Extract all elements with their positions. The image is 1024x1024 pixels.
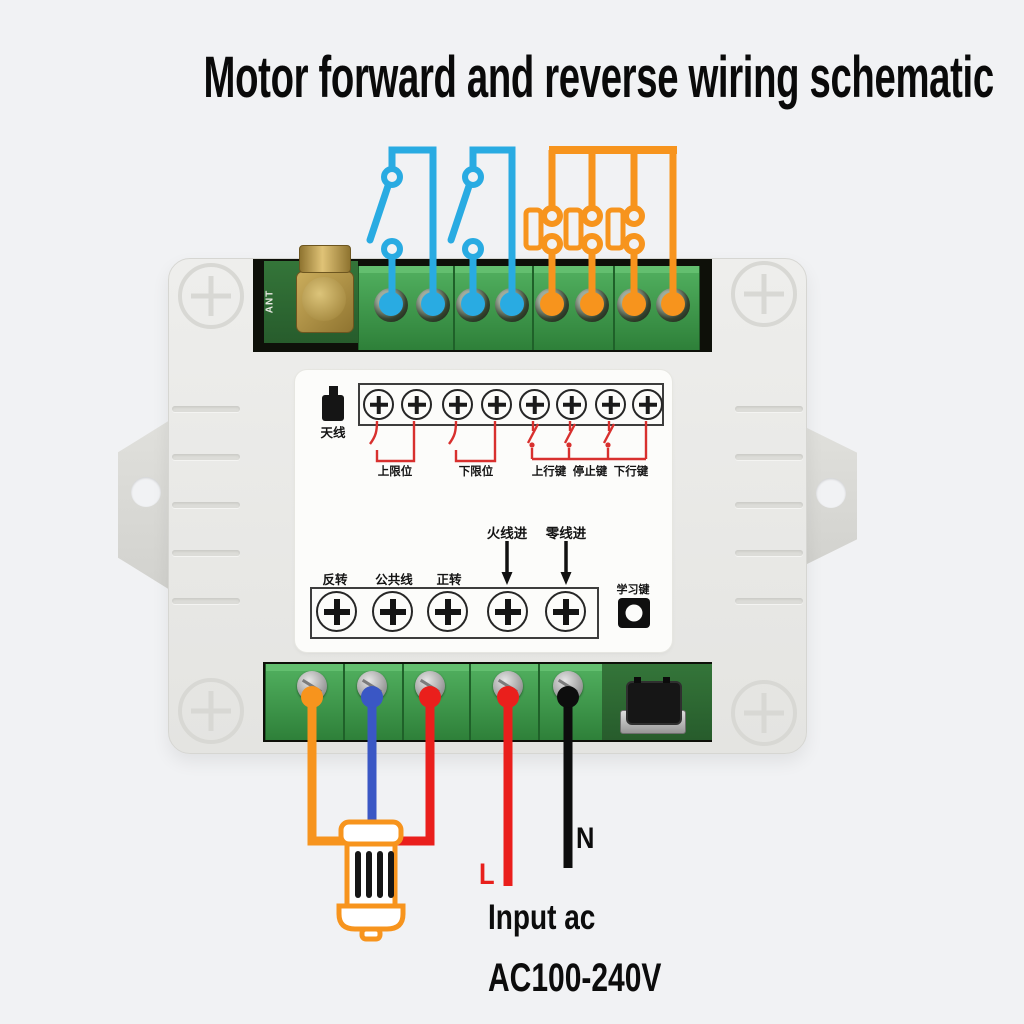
push-button-icon bbox=[605, 207, 626, 251]
forward-label: 正转 bbox=[436, 573, 462, 587]
terminal-divider bbox=[532, 266, 534, 350]
terminal-divider bbox=[613, 266, 615, 350]
case-screw-emboss bbox=[731, 680, 797, 746]
mounting-hole-right bbox=[816, 478, 846, 508]
screw-terminal-icon bbox=[595, 389, 626, 420]
terminal-screw bbox=[575, 288, 609, 322]
lower-limit-label: 下限位 bbox=[458, 466, 494, 478]
case-vent-rib bbox=[735, 550, 803, 556]
screw-terminal-icon bbox=[401, 389, 432, 420]
screw-terminal-icon bbox=[481, 389, 512, 420]
case-vent-rib bbox=[735, 406, 803, 412]
terminal-screw bbox=[493, 671, 523, 701]
case-vent-rib bbox=[735, 454, 803, 460]
antenna-connector bbox=[296, 271, 354, 333]
title-bar: Motor forward and reverse wiring schemat… bbox=[0, 44, 1024, 111]
antenna-connector-nut bbox=[299, 245, 351, 273]
live-wire-in-label: 火线进 bbox=[486, 526, 528, 541]
case-vent-rib bbox=[172, 502, 240, 508]
terminal-screw bbox=[416, 288, 450, 322]
case-vent-rib bbox=[172, 406, 240, 412]
terminal-screw bbox=[535, 288, 569, 322]
learn-button-pin bbox=[663, 677, 670, 683]
page-title: Motor forward and reverse wiring schemat… bbox=[203, 45, 995, 110]
case-vent-rib bbox=[172, 550, 240, 556]
ant-marking: ANT bbox=[264, 289, 276, 314]
neutral-label: N bbox=[576, 822, 595, 855]
push-button-icon bbox=[563, 207, 584, 251]
case-vent-rib bbox=[735, 502, 803, 508]
screw-terminal-icon bbox=[556, 389, 587, 420]
case-screw-emboss bbox=[178, 263, 244, 329]
terminal-divider bbox=[343, 664, 345, 740]
antenna-label: 天线 bbox=[320, 426, 346, 440]
info-label: 天线 上限位 下限位 上行键 停止键 下行键 火线进 零线进 反转 公共线 正转… bbox=[295, 370, 672, 652]
terminal-screw bbox=[495, 288, 529, 322]
terminal-divider bbox=[402, 664, 404, 740]
screw-terminal-icon bbox=[363, 389, 394, 420]
terminal-block-edge bbox=[266, 664, 603, 671]
common-label: 公共线 bbox=[375, 573, 413, 587]
live-label: L bbox=[479, 858, 495, 891]
terminal-screw bbox=[617, 288, 651, 322]
terminal-divider bbox=[453, 266, 455, 350]
screw-terminal-icon bbox=[316, 591, 357, 632]
learn-button-pin bbox=[634, 677, 641, 683]
terminal-screw bbox=[374, 288, 408, 322]
terminal-screw bbox=[357, 671, 387, 701]
reverse-label: 反转 bbox=[322, 573, 348, 587]
screw-terminal-icon bbox=[427, 591, 468, 632]
antenna-icon-body bbox=[322, 395, 344, 421]
screw-terminal-icon bbox=[372, 591, 413, 632]
case-screw-emboss bbox=[731, 261, 797, 327]
terminal-block-edge bbox=[359, 266, 699, 273]
terminal-screw bbox=[456, 288, 490, 322]
case-vent-rib bbox=[172, 598, 240, 604]
label-terminal-row-bottom bbox=[310, 587, 599, 639]
terminal-screw bbox=[297, 671, 327, 701]
terminal-divider bbox=[469, 664, 471, 740]
case-screw-emboss bbox=[178, 678, 244, 744]
learn-key-label: 学习键 bbox=[616, 584, 650, 596]
learn-push-button bbox=[626, 681, 682, 725]
motor-icon bbox=[336, 819, 406, 942]
screw-terminal-icon bbox=[519, 389, 550, 420]
antenna-icon bbox=[329, 386, 338, 396]
screw-terminal-icon bbox=[487, 591, 528, 632]
stop-key-label: 停止键 bbox=[572, 466, 608, 478]
up-key-label: 上行键 bbox=[531, 466, 567, 478]
mounting-hole-left bbox=[131, 477, 161, 507]
screw-terminal-icon bbox=[632, 389, 663, 420]
terminal-screw bbox=[415, 671, 445, 701]
input-caption-line2: AC100-240V bbox=[488, 956, 662, 1000]
upper-limit-label: 上限位 bbox=[377, 466, 413, 478]
screw-terminal-icon bbox=[442, 389, 473, 420]
terminal-screw bbox=[656, 288, 690, 322]
terminal-divider bbox=[538, 664, 540, 740]
label-terminal-row-top bbox=[358, 383, 664, 426]
push-button-icon bbox=[523, 207, 544, 251]
antenna-connector-knurl bbox=[302, 277, 346, 321]
down-key-label: 下行键 bbox=[613, 466, 649, 478]
terminal-screw bbox=[553, 671, 583, 701]
screw-terminal-icon bbox=[545, 591, 586, 632]
case-vent-rib bbox=[172, 454, 240, 460]
learn-key-icon bbox=[618, 598, 650, 628]
neutral-wire-in-label: 零线进 bbox=[545, 526, 587, 541]
case-vent-rib bbox=[735, 598, 803, 604]
input-caption-line1: Input ac bbox=[488, 898, 596, 937]
